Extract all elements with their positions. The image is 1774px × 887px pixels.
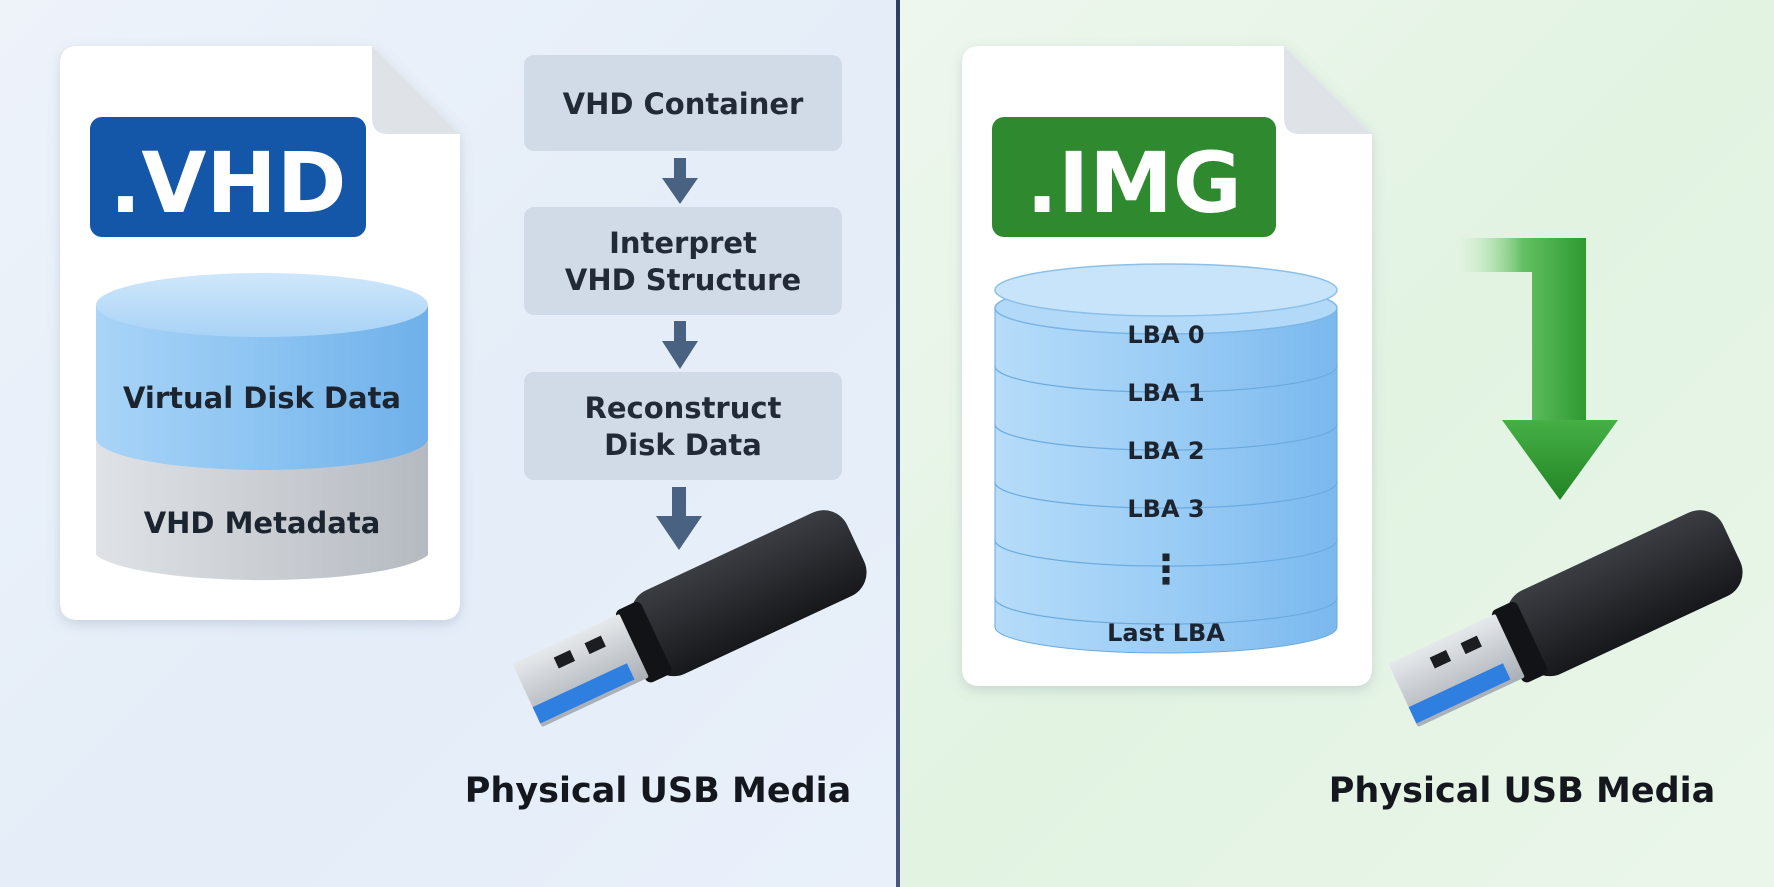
vhd-metadata-label: VHD Metadata (144, 506, 381, 540)
flow-step-3-line-1: Reconstruct (585, 391, 782, 425)
database-cylinder-icon: LBA 0 LBA 1 LBA 2 LBA 3 ⋮ Last LBA (994, 263, 1338, 654)
vhd-badge: .VHD (90, 117, 366, 237)
flow-step-3-line-2: Disk Data (604, 428, 762, 462)
database-cylinder-icon: Virtual Disk Data VHD Metadata (96, 273, 428, 581)
flow-step-1: VHD Container (524, 55, 842, 151)
lba-3-label: LBA 3 (1127, 495, 1204, 523)
img-badge: .IMG (992, 117, 1276, 237)
virtual-disk-data-label: Virtual Disk Data (123, 381, 401, 415)
usb-drive-icon (1389, 510, 1743, 727)
lba-ellipsis: ⋮ (1146, 547, 1186, 593)
lba-2-label: LBA 2 (1127, 437, 1204, 465)
panel-divider (896, 0, 900, 887)
arrow-down-icon (1460, 238, 1618, 500)
vhd-badge-label: .VHD (110, 134, 347, 232)
flow-step-2: Interpret VHD Structure (524, 207, 842, 315)
arrow-down-icon (662, 158, 698, 204)
flow-step-2-line-2: VHD Structure (565, 263, 801, 297)
document-fold (1284, 46, 1372, 134)
lba-1-label: LBA 1 (1127, 379, 1204, 407)
flow-step-3: Reconstruct Disk Data (524, 372, 842, 480)
lba-0-label: LBA 0 (1127, 321, 1204, 349)
lba-stack-top (994, 263, 1338, 317)
arrow-down-icon (662, 321, 698, 369)
last-lba-label: Last LBA (1107, 619, 1225, 647)
document-fold (372, 46, 460, 134)
usb-label-left: Physical USB Media (465, 771, 852, 811)
flow-step-1-label: VHD Container (563, 87, 804, 121)
usb-drive-icon (513, 510, 867, 727)
img-badge-label: .IMG (1026, 134, 1242, 232)
arrow-down-icon (656, 487, 702, 550)
flow-step-2-line-1: Interpret (609, 226, 757, 260)
usb-label-right: Physical USB Media (1329, 771, 1716, 811)
